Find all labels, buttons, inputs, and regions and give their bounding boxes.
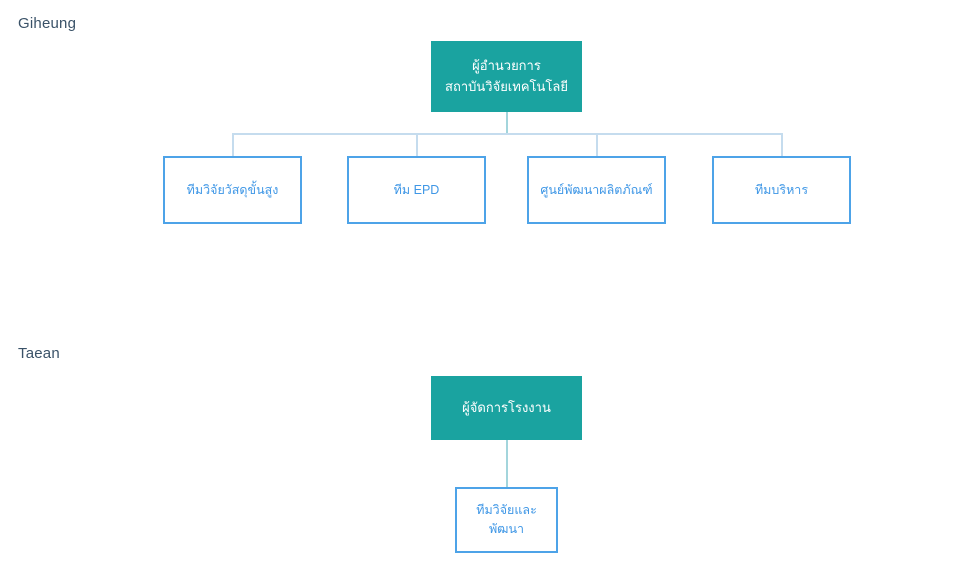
node-giheung-child-1[interactable]: ทีมวิจัยวัสดุขั้นสูง — [163, 156, 302, 224]
node-label: ทีมวิจัยและ พัฒนา — [476, 503, 537, 536]
connector-root-stem-taean — [506, 440, 508, 487]
node-giheung-child-3[interactable]: ศูนย์พัฒนาผลิตภัณฑ์ — [527, 156, 666, 224]
node-label: ทีมวิจัยวัสดุขั้นสูง — [186, 182, 279, 197]
node-label: ผู้จัดการโรงงาน — [462, 399, 551, 415]
connector-root-stem-giheung — [506, 112, 508, 134]
node-giheung-child-2[interactable]: ทีม EPD — [347, 156, 486, 224]
node-taean-plant-manager[interactable]: ผู้จัดการโรงงาน — [431, 376, 582, 440]
connector-drop-giheung-3 — [596, 133, 598, 156]
connector-drop-giheung-4 — [781, 133, 783, 156]
section-heading-giheung: Giheung — [18, 15, 77, 32]
connector-horizontal-bar-giheung — [232, 133, 782, 135]
section-heading-taean: Taean — [18, 345, 60, 362]
connector-drop-giheung-1 — [232, 133, 234, 156]
node-label: ผู้อำนวยการ สถาบันวิจัยเทคโนโลยี — [445, 58, 568, 94]
node-giheung-child-4[interactable]: ทีมบริหาร — [712, 156, 851, 224]
node-label: ทีม EPD — [393, 182, 440, 197]
node-label: ศูนย์พัฒนาผลิตภัณฑ์ — [540, 182, 653, 197]
node-label: ทีมบริหาร — [754, 182, 809, 197]
node-giheung-director[interactable]: ผู้อำนวยการ สถาบันวิจัยเทคโนโลยี — [431, 41, 582, 112]
connector-drop-giheung-2 — [416, 133, 418, 156]
node-taean-child-1[interactable]: ทีมวิจัยและ พัฒนา — [455, 487, 558, 553]
